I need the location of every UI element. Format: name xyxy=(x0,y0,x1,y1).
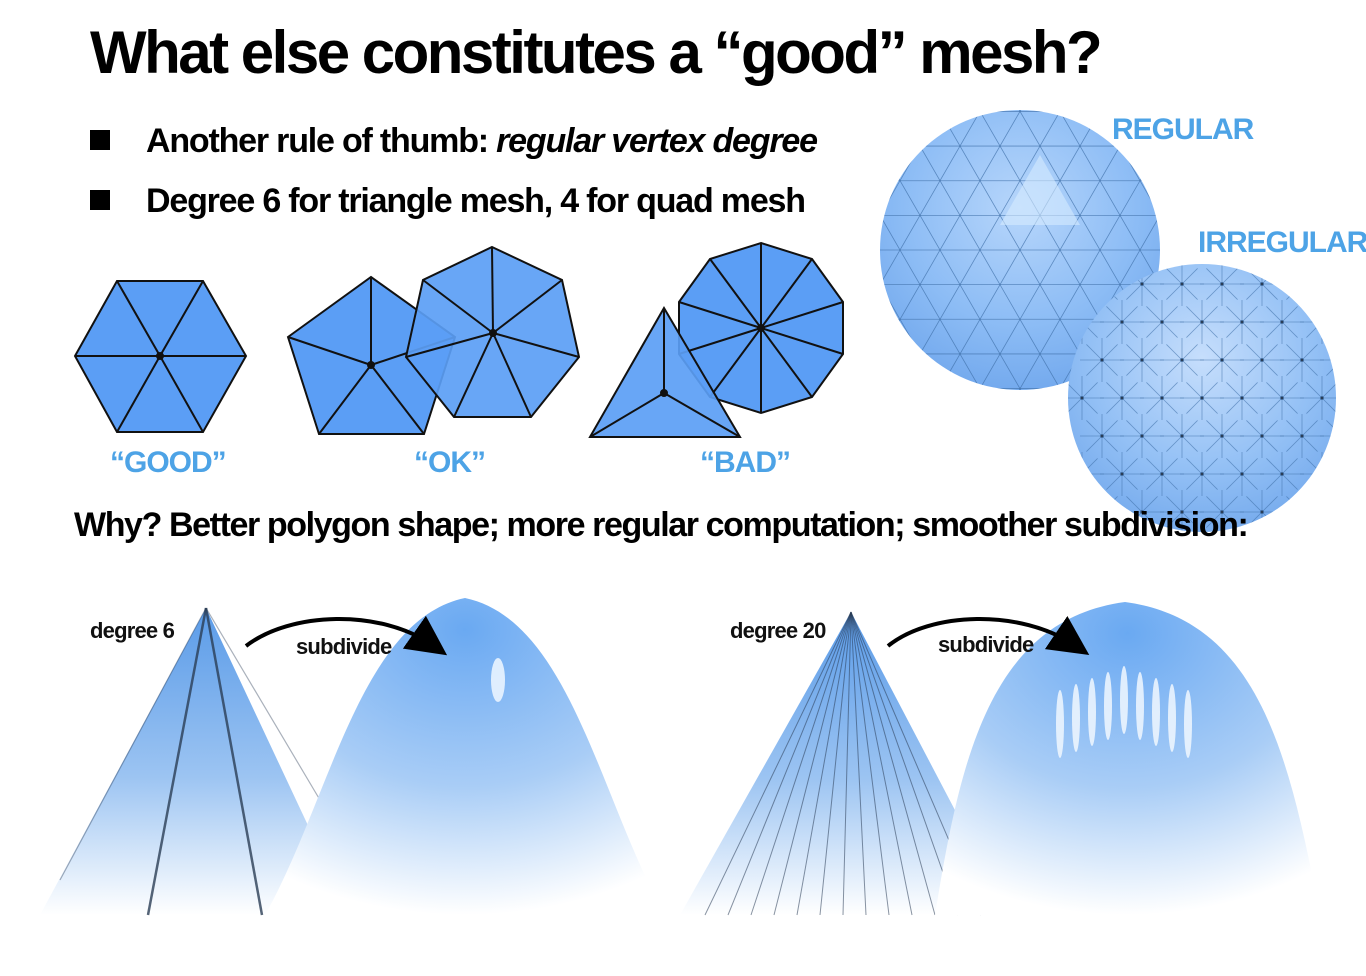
ok-polygons-diagram xyxy=(286,245,581,435)
why-caption: Why? Better polygon shape; more regular … xyxy=(74,506,1249,544)
degree20-label: degree 20 xyxy=(730,618,826,643)
bad-polygons-diagram xyxy=(588,241,844,438)
degree6-dome-image xyxy=(265,598,665,915)
bullet-text: Degree 6 for triangle mesh, 4 for quad m… xyxy=(146,182,806,220)
good-hexagon-diagram xyxy=(73,280,248,433)
bullet-degree: Degree 6 for triangle mesh, 4 for quad m… xyxy=(90,182,806,221)
subdivide-label-right: subdivide xyxy=(938,632,1034,657)
subdivide-arrow-left xyxy=(244,615,448,656)
page-title: What else constitutes a “good” mesh? xyxy=(90,19,1103,86)
degree6-label: degree 6 xyxy=(90,618,175,643)
bullet-square-icon xyxy=(90,130,110,151)
degree6-cone-image xyxy=(40,607,350,916)
bullet-square-icon xyxy=(90,190,110,211)
irregular-label: IRREGULAR xyxy=(1198,226,1366,259)
regular-label: REGULAR xyxy=(1112,113,1254,146)
good-label: “GOOD” xyxy=(110,446,227,479)
ok-label: “OK” xyxy=(414,446,486,479)
bullet-text: Another rule of thumb: xyxy=(146,122,497,160)
bullet-rule-of-thumb: Another rule of thumb: regular vertex de… xyxy=(90,122,818,161)
irregular-sphere-image xyxy=(1068,264,1336,532)
degree20-dome-image xyxy=(935,602,1320,915)
bullet-emphasis: regular vertex degree xyxy=(496,122,818,160)
degree20-cone-image xyxy=(680,611,1010,916)
subdivide-arrow-right xyxy=(886,615,1090,655)
bad-label: “BAD” xyxy=(700,446,791,479)
subdivide-label-left: subdivide xyxy=(296,634,392,659)
